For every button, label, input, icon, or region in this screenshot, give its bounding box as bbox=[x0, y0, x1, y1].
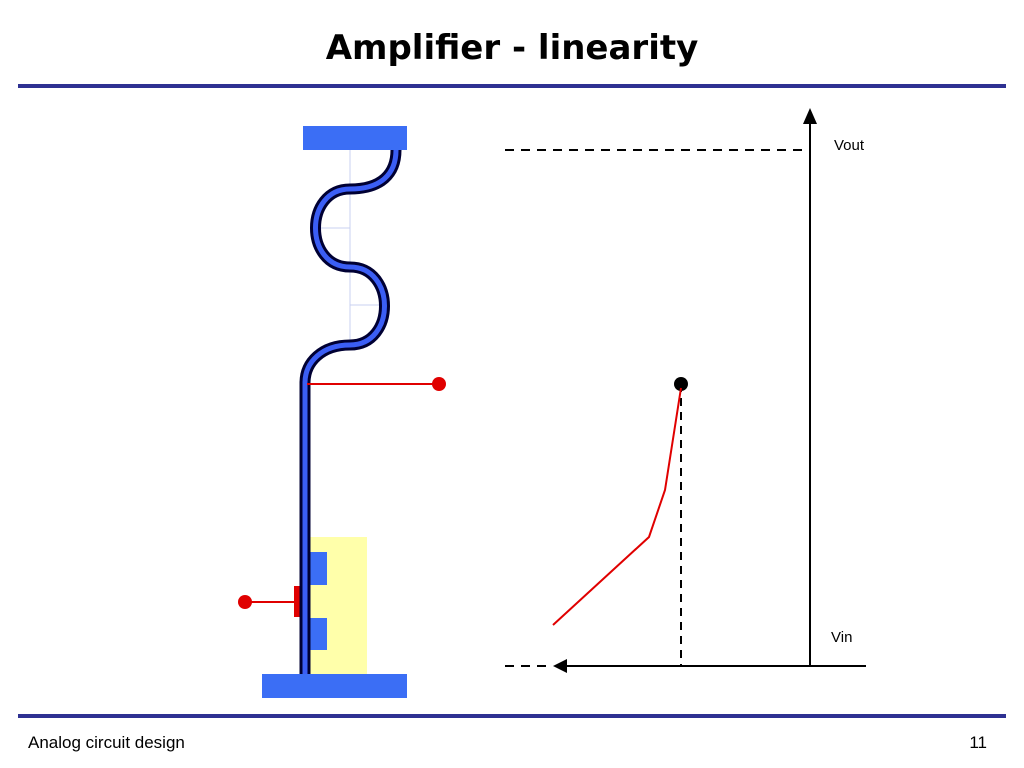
gate-electrode bbox=[294, 586, 302, 617]
vin-axis-arrow-icon bbox=[553, 659, 567, 673]
input-terminal bbox=[238, 595, 252, 609]
vout-axis-arrow-icon bbox=[803, 108, 817, 124]
title-divider bbox=[18, 84, 1006, 88]
top-supply-rail bbox=[303, 126, 407, 150]
vout-label: Vout bbox=[834, 137, 865, 154]
slide-title: Amplifier - linearity bbox=[325, 28, 699, 68]
footer-divider bbox=[18, 714, 1006, 718]
construction-guides bbox=[318, 150, 382, 345]
amplifier-circuit bbox=[238, 126, 446, 698]
transfer-curve bbox=[552, 387, 682, 626]
bottom-ground-rail bbox=[262, 674, 407, 698]
transfer-graph: Vout Vin bbox=[505, 108, 866, 673]
footer-course-title: Analog circuit design bbox=[28, 733, 185, 752]
output-terminal bbox=[432, 377, 446, 391]
page-number: 11 bbox=[969, 733, 987, 752]
operating-point bbox=[674, 377, 688, 391]
vin-label: Vin bbox=[831, 629, 852, 646]
load-spring bbox=[302, 149, 399, 674]
